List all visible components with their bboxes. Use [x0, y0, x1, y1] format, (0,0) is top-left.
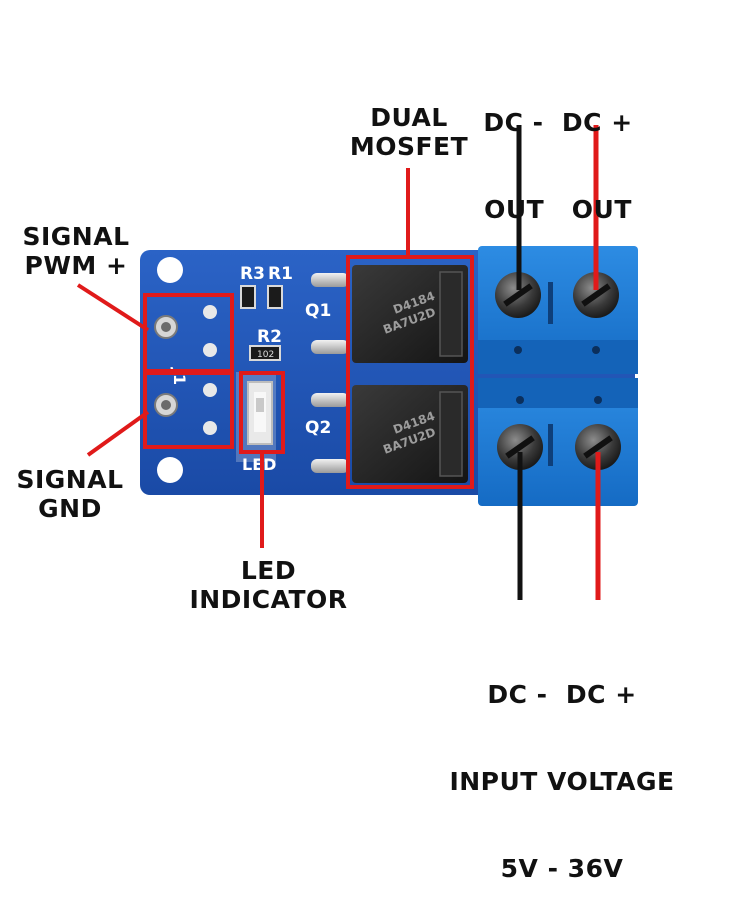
mounting-hole-top — [157, 257, 183, 283]
label-led-indicator: LED INDICATOR — [186, 556, 351, 614]
label-signal-gnd: SIGNAL GND — [14, 465, 126, 523]
callout-lines — [76, 125, 601, 600]
mosfet-leads — [311, 273, 349, 473]
label-signal-pwm-line-1: SIGNAL — [22, 222, 130, 251]
line-signal-gnd — [86, 410, 150, 457]
silkscreen-r1: R1 — [268, 264, 293, 284]
label-signal-gnd-line-1: SIGNAL — [16, 465, 124, 494]
label-dc-input: DC - DC + INPUT VOLTAGE 5V - 36V — [438, 622, 686, 912]
silkscreen-markings: R3 R1 R2 Q1 Q2 LED 102 — [240, 264, 331, 474]
highlight-signal-gnd — [143, 371, 234, 449]
resistor-r1 — [267, 285, 283, 309]
label-dc-input-line-1: DC - DC + — [487, 680, 637, 709]
label-led-indicator-line-2: INDICATOR — [189, 585, 348, 614]
label-signal-pwm-line-2: PWM + — [24, 251, 128, 280]
silkscreen-led: LED — [242, 455, 276, 474]
product-photo: J1 R3 R1 R2 Q1 Q2 LED 102 D4184 BA7U2D — [14, 50, 674, 883]
terminal-screws — [495, 272, 621, 470]
mosfet-q2: D4184 BA7U2D — [352, 385, 468, 483]
silkscreen-q1: Q1 — [305, 301, 331, 321]
line-signal-pwm — [76, 283, 150, 332]
mosfet-q1: D4184 BA7U2D — [352, 265, 468, 363]
resistor-r2-code: 102 — [257, 350, 274, 360]
label-dual-mosfet-line-1: DUAL — [370, 103, 448, 132]
label-dual-mosfet: DUAL MOSFET — [347, 103, 471, 161]
silkscreen-r2: R2 — [257, 327, 282, 347]
mosfet-module-illustration: J1 R3 R1 R2 Q1 Q2 LED 102 D4184 BA7U2D — [76, 125, 638, 600]
label-dual-mosfet-line-2: MOSFET — [349, 132, 469, 161]
led-component — [247, 381, 273, 445]
mounting-hole-bottom — [157, 457, 183, 483]
label-signal-pwm: SIGNAL PWM + — [20, 222, 132, 280]
resistor-r2 — [249, 345, 281, 361]
label-dc-input-line-3: 5V - 36V — [500, 854, 624, 883]
label-led-indicator-line-1: LED — [240, 556, 297, 585]
resistor-r3 — [240, 285, 256, 309]
label-dc-out-line-1: DC - DC + — [483, 108, 633, 137]
label-dc-input-line-2: INPUT VOLTAGE — [449, 767, 675, 796]
label-dc-out-line-2: OUT OUT — [484, 195, 632, 224]
silkscreen-q2: Q2 — [305, 418, 331, 438]
label-dc-out: DC - DC + OUT OUT — [476, 50, 640, 253]
label-signal-gnd-line-2: GND — [38, 494, 102, 523]
silkscreen-r3: R3 — [240, 264, 265, 284]
